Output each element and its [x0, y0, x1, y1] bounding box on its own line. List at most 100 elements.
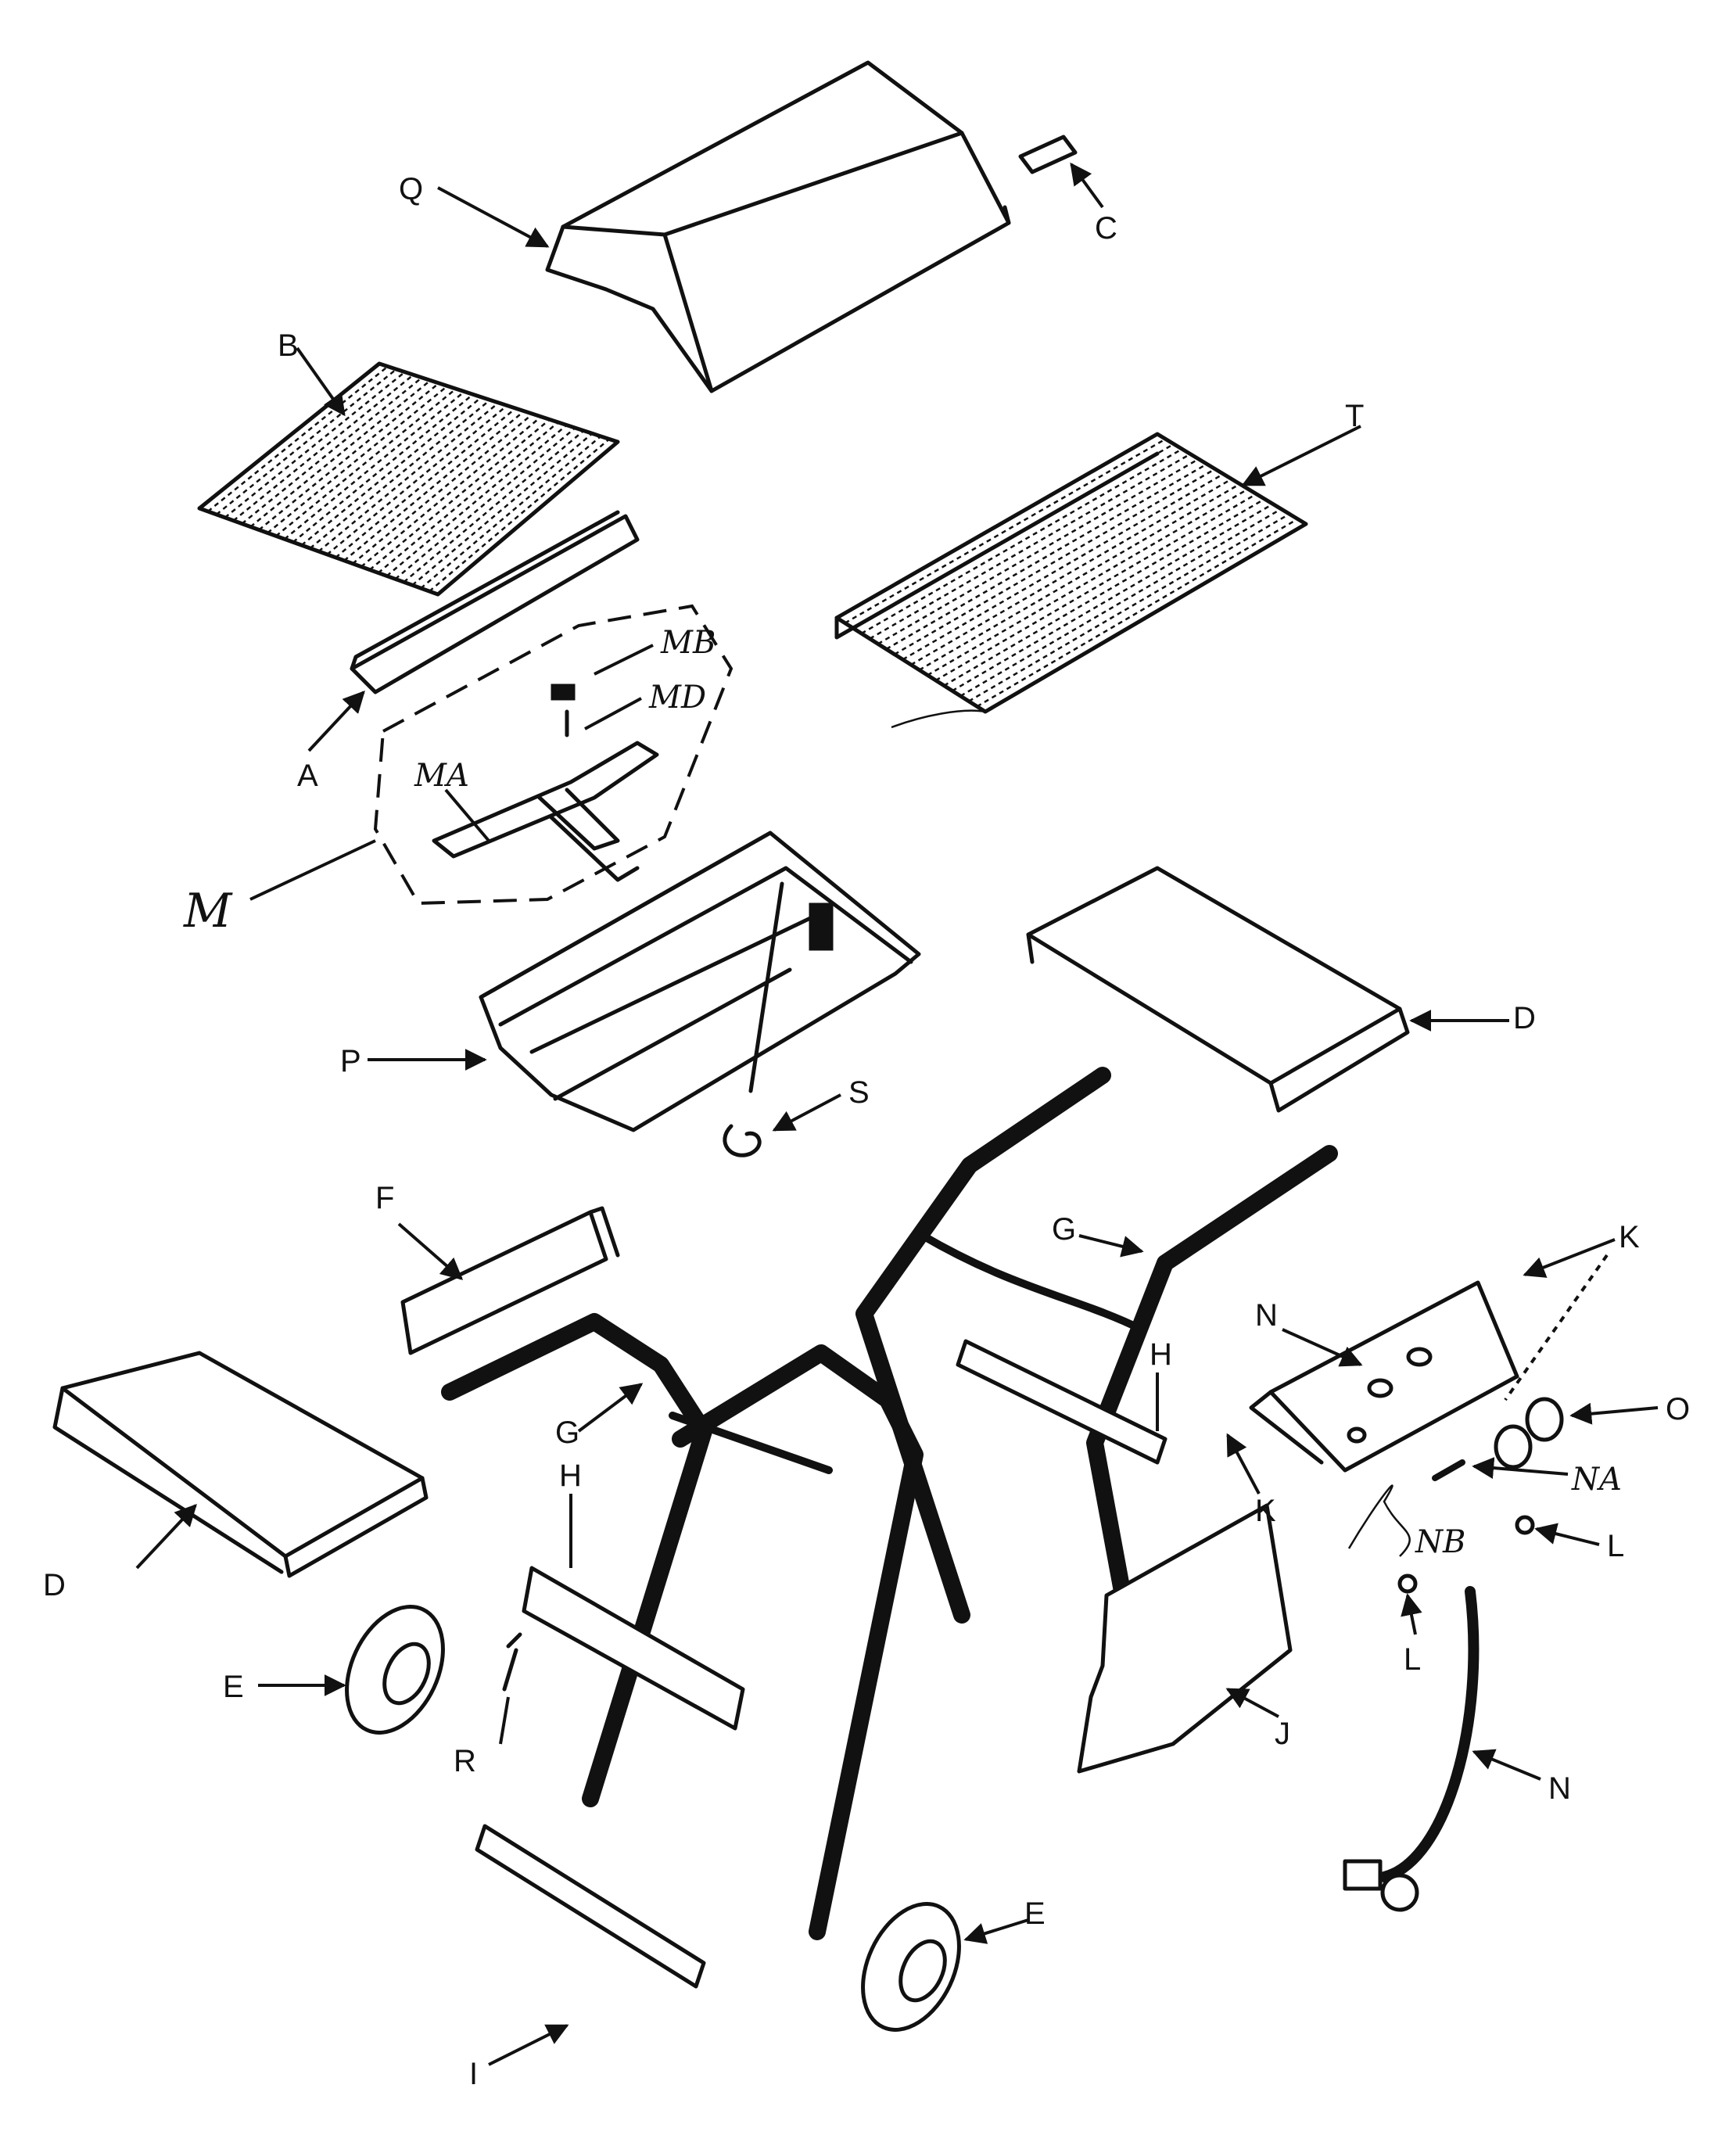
- grate-bar: [910, 478, 1232, 666]
- label-n-top: N: [1255, 1298, 1278, 1333]
- label-h-left: H: [559, 1459, 582, 1493]
- grate-bar: [877, 458, 1200, 645]
- grate-bar: [869, 453, 1191, 640]
- grate-bar: [267, 385, 448, 534]
- label-r: R: [454, 1744, 476, 1778]
- leader-lines: [135, 162, 1659, 2066]
- label-g-right: G: [1052, 1212, 1076, 1247]
- label-nb: NB: [1415, 1524, 1465, 1560]
- label-o: O: [1666, 1392, 1690, 1426]
- cooking-grate-part-b: [197, 361, 620, 597]
- grate-bar: [935, 493, 1257, 682]
- grate-bar: [902, 473, 1225, 661]
- grate-bar: [300, 396, 482, 547]
- label-j: J: [1275, 1717, 1290, 1751]
- lid-part-q: [545, 60, 1011, 393]
- label-f: F: [375, 1181, 394, 1215]
- grate-bar: [343, 410, 525, 562]
- grate-bar: [284, 390, 465, 540]
- grate-bar: [360, 415, 542, 568]
- label-d-right: D: [1513, 1001, 1536, 1035]
- grate-bar: [369, 418, 551, 571]
- grate-bar: [952, 503, 1274, 692]
- grate-bar: [326, 404, 508, 555]
- label-d-left: D: [43, 1568, 66, 1602]
- grate-bar: [885, 463, 1207, 651]
- clip-part-s: [723, 1124, 762, 1157]
- grate-bar: [894, 468, 1216, 655]
- label-s: S: [848, 1075, 870, 1110]
- wheel-part-e: [345, 1605, 445, 1735]
- grate-bar: [959, 508, 1282, 698]
- grate-bar: [852, 443, 1175, 630]
- grate-bar: [309, 399, 491, 550]
- grate-bar: [317, 402, 500, 552]
- handle-part-c: [1018, 135, 1078, 174]
- label-md: MD: [648, 680, 706, 716]
- grate-bar: [927, 488, 1249, 676]
- bolt-part-r: [502, 1632, 522, 1692]
- label-k-mid: K: [1255, 1494, 1276, 1528]
- label-a: A: [297, 759, 318, 793]
- label-n-bottom: N: [1548, 1771, 1571, 1806]
- heat-shield-part-a: [350, 510, 640, 694]
- grate-bar: [918, 483, 1241, 671]
- shelf-brace-part-f: [400, 1206, 620, 1355]
- label-mb: MB: [660, 625, 716, 661]
- label-t: T: [1345, 399, 1364, 433]
- wheel-part-e: [861, 1902, 961, 2032]
- label-k-top: K: [1619, 1220, 1640, 1254]
- label-q: Q: [399, 172, 423, 206]
- label-e-left: E: [223, 1670, 244, 1704]
- label-m: M: [183, 884, 233, 938]
- grate-bar: [352, 413, 533, 565]
- grate-bar: [335, 407, 517, 558]
- grate-bar: [275, 388, 457, 537]
- part-labels: Q C B T MB MD MA A M P S D F G G H H K N…: [43, 172, 1690, 2091]
- label-l-left: L: [1404, 1642, 1421, 1677]
- grate-bar: [216, 368, 397, 515]
- grate-bar: [241, 376, 423, 525]
- label-na: NA: [1571, 1462, 1622, 1498]
- burner-assembly-part-m: [373, 604, 733, 906]
- label-b: B: [278, 328, 299, 363]
- cross-brace-part-h: [522, 1339, 1167, 1731]
- side-shelf-right-part-d: [1026, 866, 1410, 1113]
- label-i: I: [469, 2057, 478, 2091]
- grate-bar: [249, 379, 432, 528]
- burner-part-mb: [551, 684, 576, 701]
- firebox-part-p: [479, 831, 921, 1132]
- label-e-right: E: [1024, 1896, 1046, 1931]
- warming-rack-part-t: [834, 432, 1308, 729]
- fitting-part-l: [1515, 1515, 1535, 1535]
- control-knobs-part-o: [1494, 1397, 1564, 1469]
- firebox-vent: [809, 902, 834, 951]
- grate-bar: [232, 374, 414, 522]
- grate-bar: [224, 371, 406, 518]
- control-panel-part-n: [1249, 1280, 1519, 1473]
- access-panel-part-j: [1077, 1503, 1293, 1774]
- grate-bar: [844, 438, 1167, 624]
- grate-bar: [861, 448, 1183, 635]
- label-g-left: G: [555, 1416, 579, 1450]
- grate-bar: [258, 382, 440, 531]
- label-h-right: H: [1150, 1337, 1172, 1372]
- grate-bar: [943, 497, 1265, 687]
- burner-tube-part-ma: [432, 741, 659, 882]
- grate-bar: [207, 365, 389, 512]
- label-c: C: [1095, 211, 1117, 246]
- valve-part-na: [1432, 1459, 1465, 1481]
- label-l-right: L: [1607, 1529, 1624, 1563]
- label-ma: MA: [414, 758, 469, 794]
- cart-frame-part-g: [441, 1067, 1338, 1940]
- label-p: P: [340, 1044, 361, 1078]
- grate-bar: [377, 422, 559, 574]
- bottom-rail-part-i: [475, 1824, 706, 1989]
- side-shelf-left-part-d: [52, 1351, 429, 1578]
- igniter-wire-part-nb: [1347, 1484, 1411, 1557]
- grate-bar: [968, 513, 1290, 702]
- grate-bar: [976, 518, 1299, 708]
- grate-bar: [292, 393, 474, 544]
- fitting-part-l: [1397, 1573, 1418, 1594]
